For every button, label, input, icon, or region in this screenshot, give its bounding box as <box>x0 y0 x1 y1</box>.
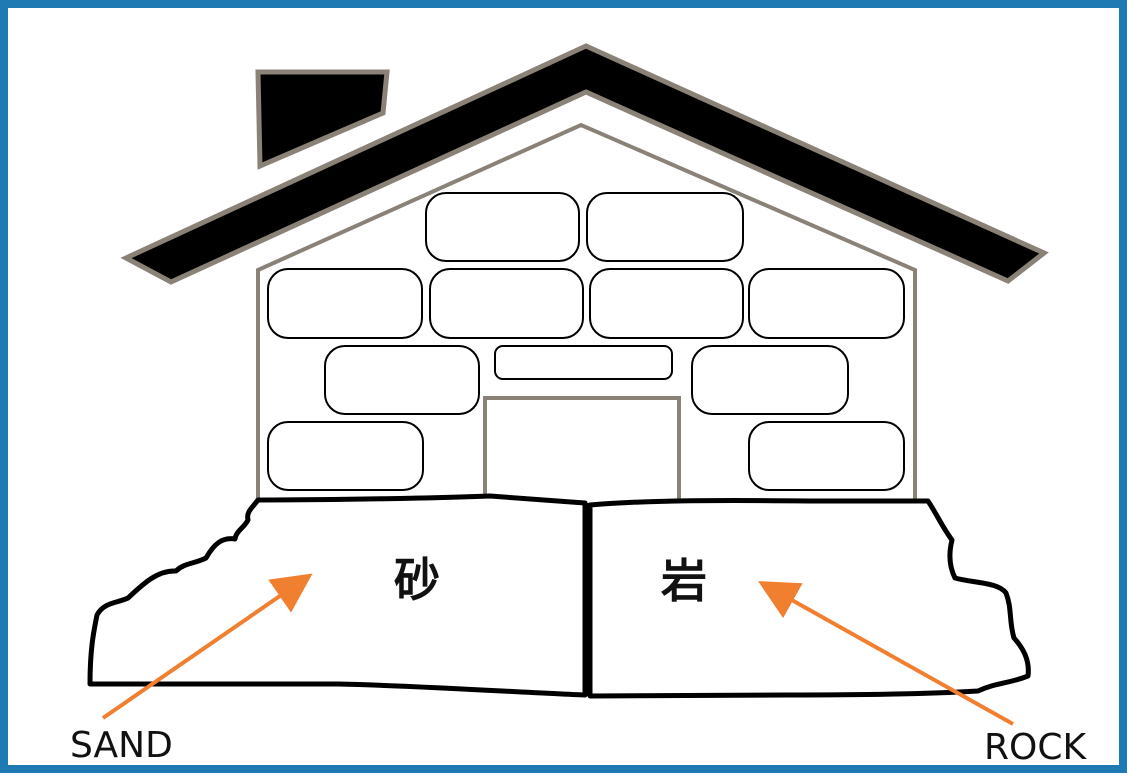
brick <box>749 422 904 490</box>
rock-label: ROCK <box>984 727 1087 768</box>
rock-chinese-label: 岩 <box>661 554 707 608</box>
brick <box>495 346 672 379</box>
brick <box>587 193 743 261</box>
brick <box>692 346 848 414</box>
brick <box>268 269 422 338</box>
sand-ground <box>90 496 585 695</box>
brick <box>749 269 904 338</box>
doorway <box>485 398 679 501</box>
brick <box>426 193 579 261</box>
brick <box>325 346 479 414</box>
house-on-sand-and-rock-diagram: 砂 岩 SAND ROCK <box>8 8 1127 781</box>
rock-ground <box>590 500 1028 696</box>
brick <box>268 422 423 490</box>
brick <box>430 269 583 338</box>
sand-label: SAND <box>70 725 173 766</box>
ground-divider <box>586 503 587 696</box>
brick <box>590 269 743 338</box>
sand-chinese-label: 砂 <box>394 553 440 607</box>
